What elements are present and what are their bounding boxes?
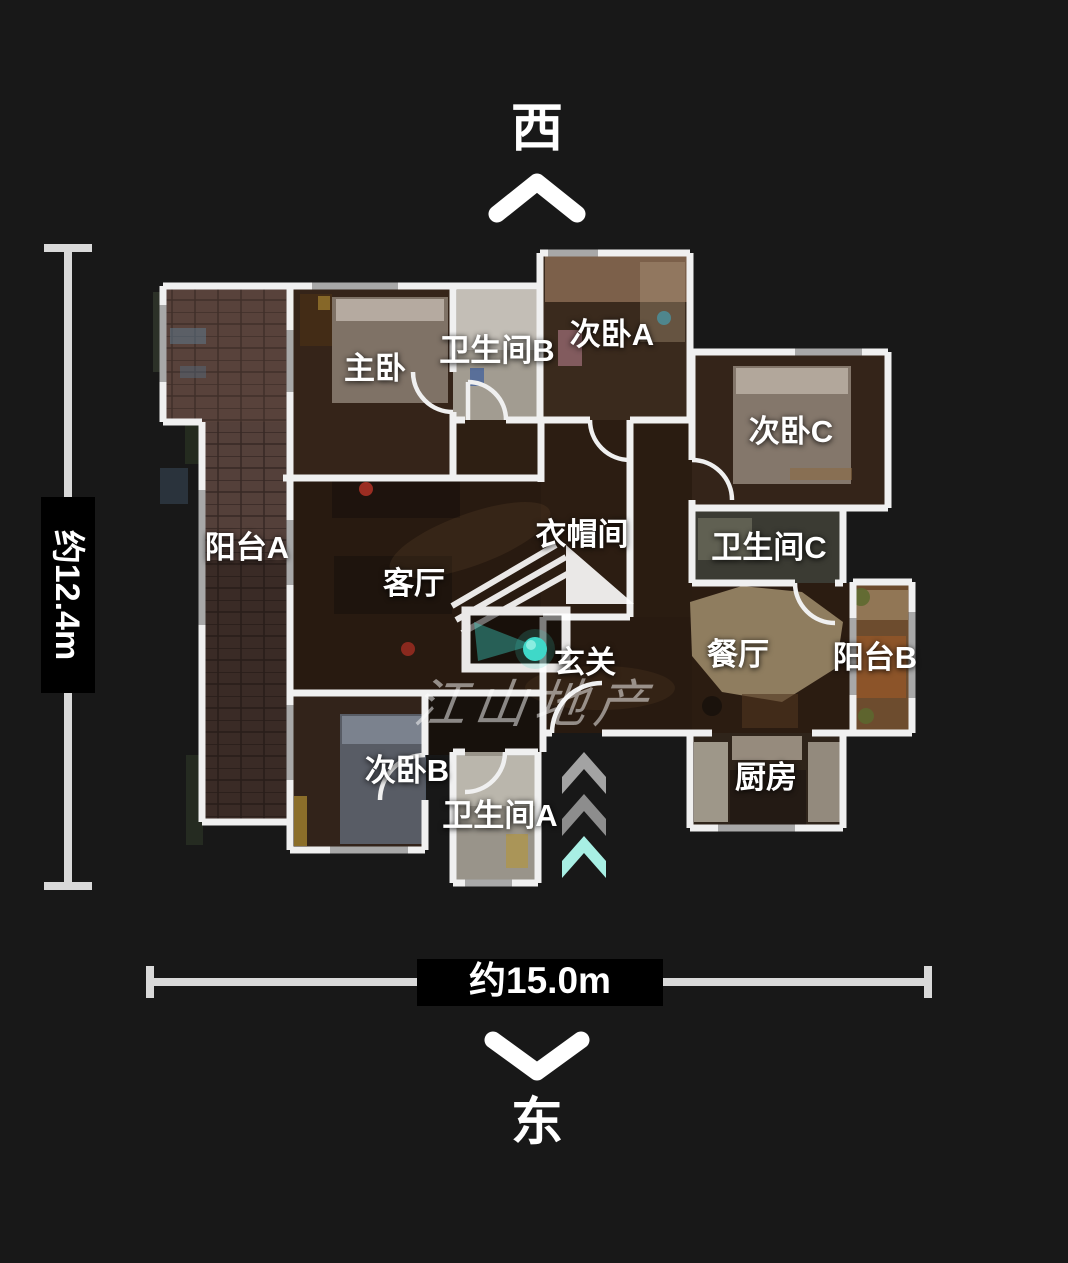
compass-west-label: 西 bbox=[511, 100, 563, 158]
room-label-balcony-b: 阳台B bbox=[833, 640, 917, 675]
room-label-bathroom-b: 卫生间B bbox=[439, 333, 554, 368]
windows bbox=[159, 249, 916, 887]
dimension-vertical-label: 约12.4m bbox=[48, 530, 86, 660]
brand-watermark-text: 江山地产 bbox=[410, 676, 658, 734]
compass-west: 西 bbox=[488, 100, 586, 223]
compass-east-arrow-icon bbox=[484, 1031, 590, 1081]
camera-view-cone bbox=[474, 622, 533, 661]
entrance-arrow-2 bbox=[562, 794, 606, 836]
room-label-dining-room: 餐厅 bbox=[707, 637, 769, 672]
entrance-arrows-icon bbox=[562, 752, 606, 878]
camera-position-marker[interactable] bbox=[474, 622, 555, 669]
room-label-bathroom-c: 卫生间C bbox=[711, 530, 826, 565]
furniture-hints bbox=[153, 256, 908, 868]
hall-nook-floor bbox=[453, 420, 541, 478]
compass-west-arrow-icon bbox=[488, 173, 586, 223]
door-arcs bbox=[377, 371, 836, 801]
room-label-entry: 玄关 bbox=[554, 645, 616, 680]
room-label-balcony-a: 阳台A bbox=[205, 530, 289, 565]
room-label-bedroom-b: 次卧B bbox=[365, 753, 449, 788]
corridor-floor bbox=[630, 420, 692, 617]
room-label-bedroom-c: 次卧C bbox=[749, 414, 833, 449]
brand-logo-icon bbox=[450, 542, 634, 673]
dimension-vertical-chip bbox=[41, 497, 95, 693]
dimension-horizontal: 约15.0m bbox=[146, 959, 932, 1006]
compass-east: 东 bbox=[484, 1031, 590, 1152]
dark-corridor-floor bbox=[425, 693, 543, 755]
room-label-kitchen: 厨房 bbox=[735, 760, 797, 795]
room-label-bedroom-a: 次卧A bbox=[570, 317, 654, 352]
camera-dot[interactable] bbox=[523, 637, 547, 661]
room-label-cloakroom: 衣帽间 bbox=[536, 517, 629, 552]
room-label-master-bedroom: 主卧 bbox=[344, 351, 406, 386]
entrance-arrow-1 bbox=[562, 752, 606, 794]
room-label-living-room: 客厅 bbox=[383, 566, 445, 601]
room-label-bathroom-a: 卫生间A bbox=[442, 798, 557, 833]
dimension-horizontal-label: 约15.0m bbox=[469, 960, 611, 1001]
dimension-vertical: 约12.4m bbox=[41, 244, 95, 890]
compass-east-label: 东 bbox=[511, 1094, 563, 1152]
entrance-arrow-3 bbox=[562, 836, 606, 878]
room-labels: 主卧 卫生间B 次卧A 次卧C 阳台A 客厅 衣帽间 卫生间C 玄关 餐厅 阳台… bbox=[205, 317, 917, 833]
dimension-horizontal-chip bbox=[417, 959, 663, 1006]
